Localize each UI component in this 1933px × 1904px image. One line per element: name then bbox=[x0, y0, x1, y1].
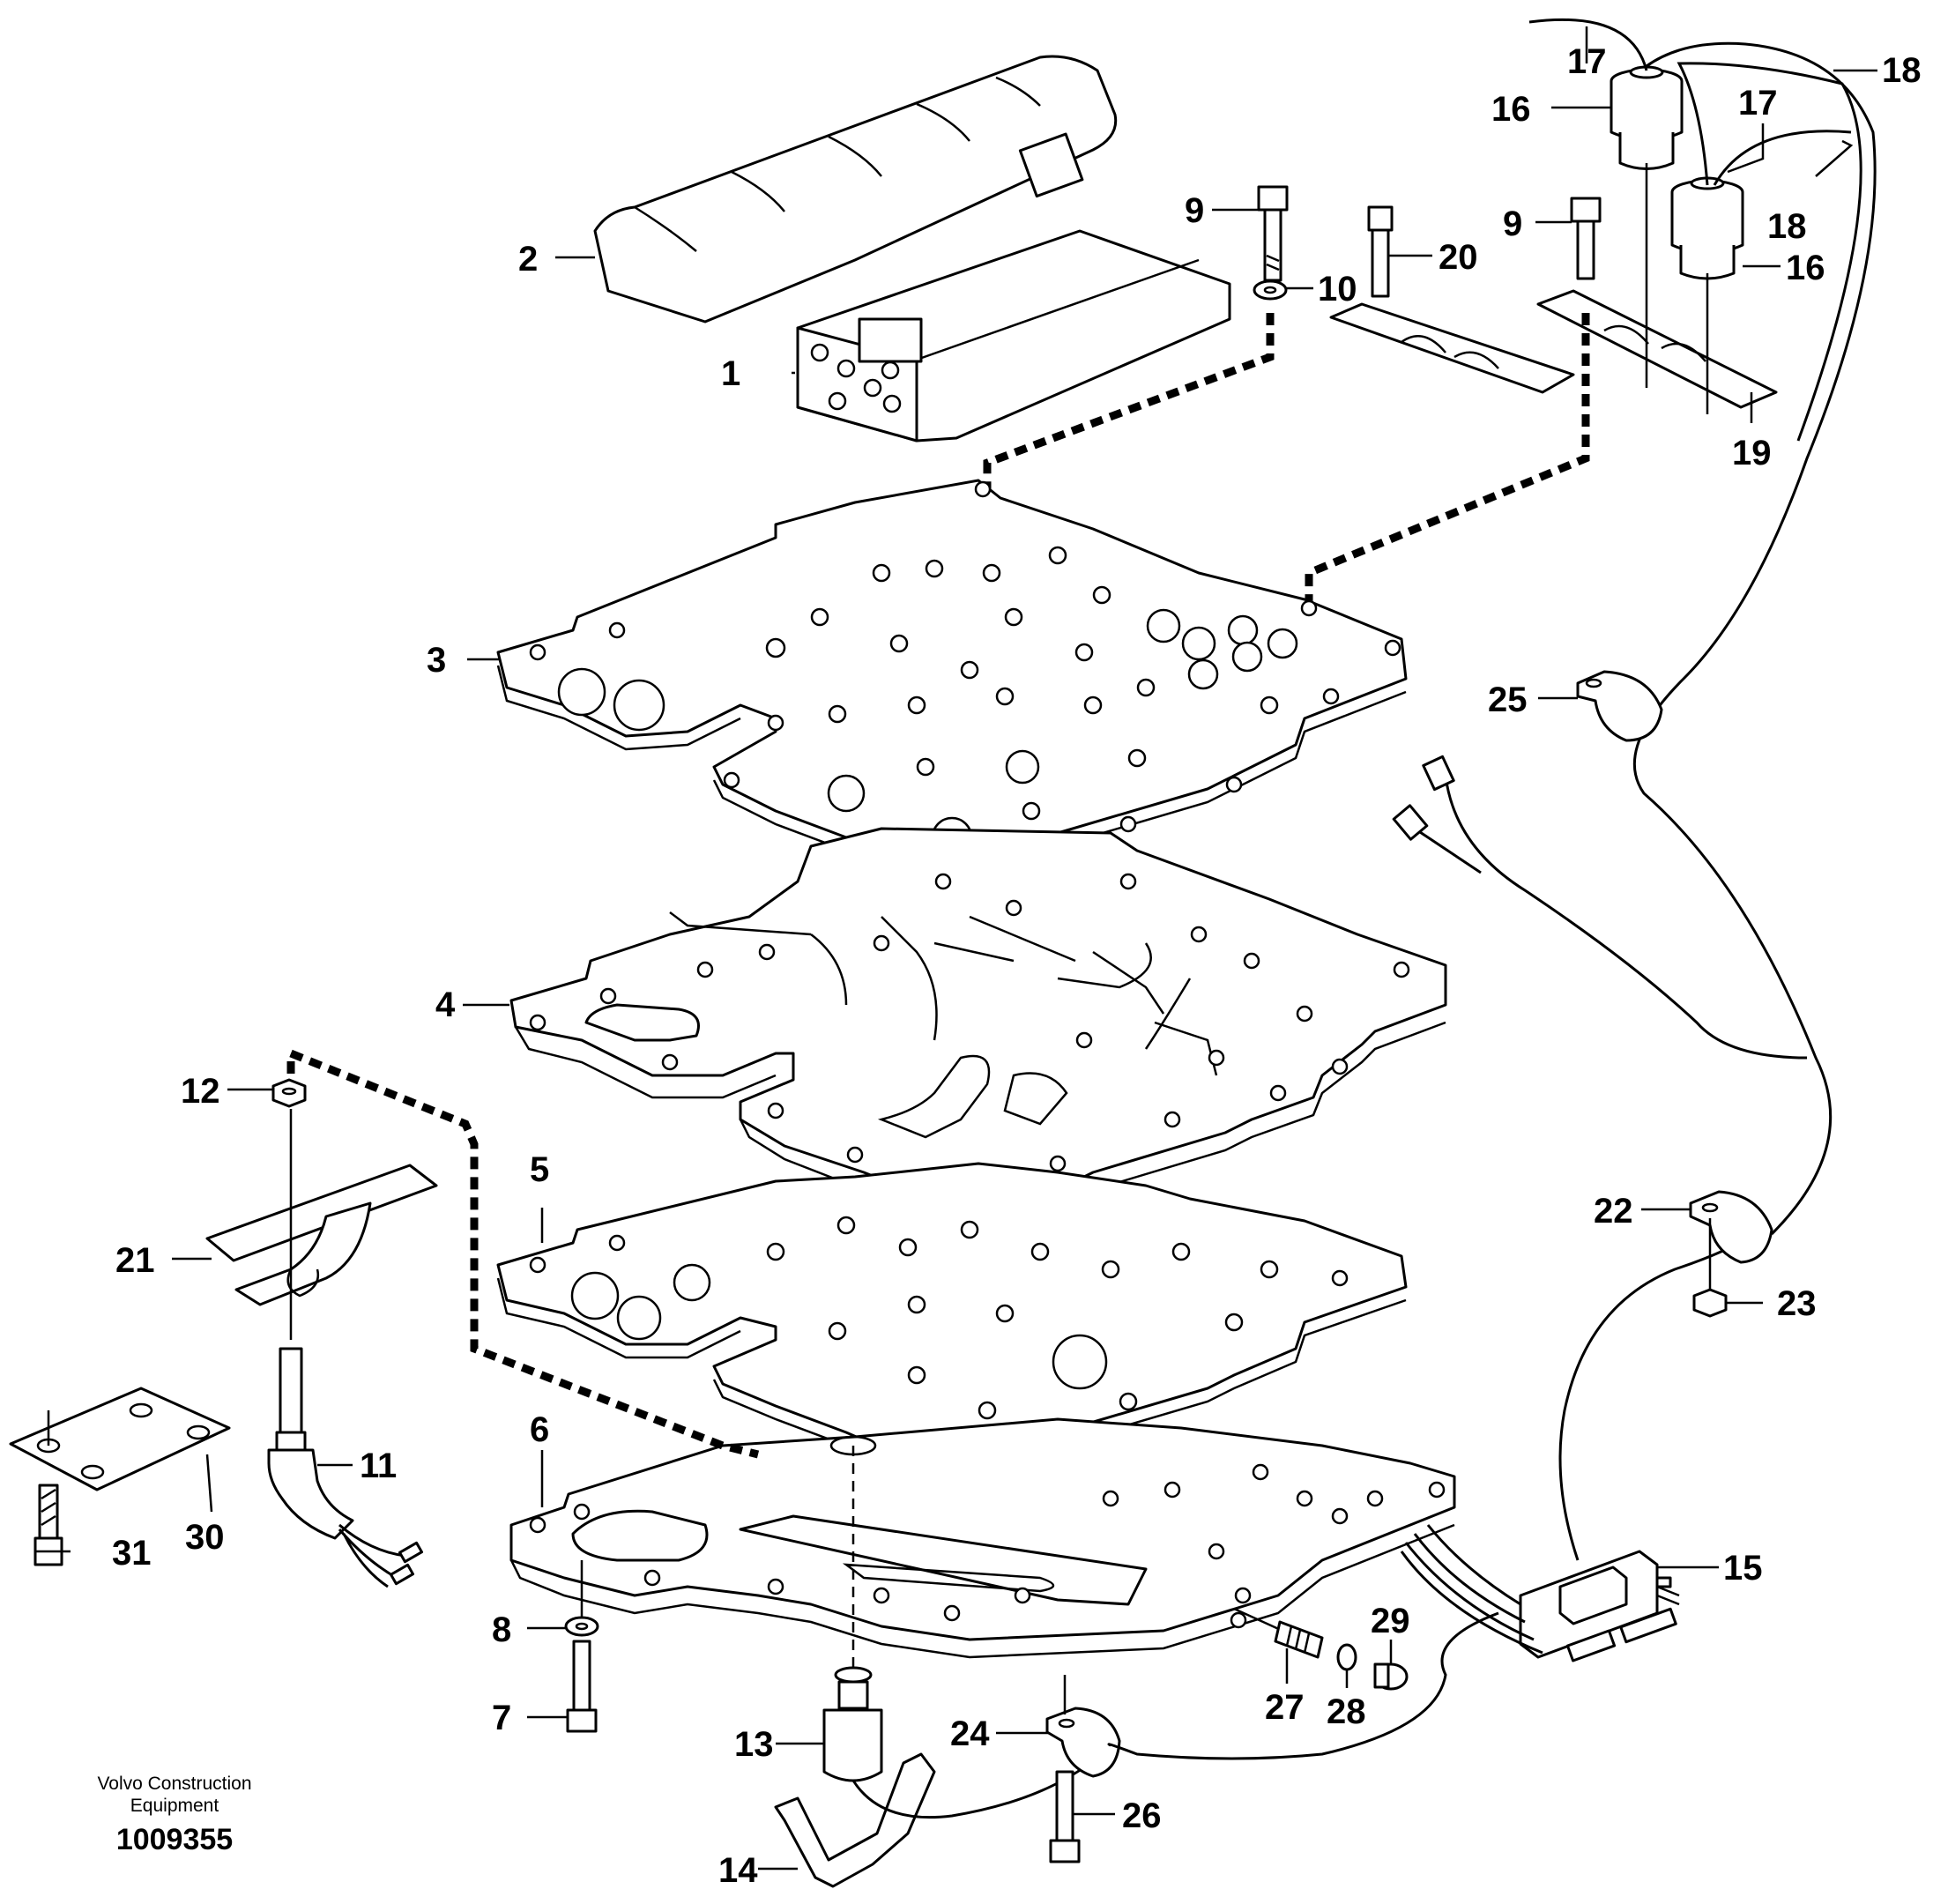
assembly-line-bolt-to-plate bbox=[983, 313, 1275, 489]
part-26-bolt bbox=[1049, 1770, 1081, 1863]
part-21-bracket bbox=[205, 1164, 438, 1306]
part-3-plate bbox=[496, 479, 1408, 896]
part-19-gasket bbox=[1536, 289, 1778, 409]
callout-18-lower: 18 bbox=[1767, 207, 1807, 246]
callout-10: 10 bbox=[1318, 270, 1357, 309]
harness-to-clamp-22 bbox=[1558, 1232, 1755, 1561]
axis-line-27 bbox=[1233, 1607, 1283, 1633]
callout-16-lower: 16 bbox=[1786, 249, 1825, 287]
callout-5: 5 bbox=[530, 1150, 549, 1189]
harness-to-connector bbox=[1400, 1524, 1543, 1655]
part-31-screw bbox=[33, 1484, 63, 1566]
part-23-nut bbox=[1692, 1288, 1728, 1318]
part-9-bolt-right bbox=[1570, 197, 1602, 280]
callout-17-upper: 17 bbox=[1567, 42, 1607, 81]
solenoid-axis-lines bbox=[1645, 163, 1709, 414]
callout-21: 21 bbox=[115, 1241, 155, 1280]
part-17-wire-upper bbox=[1528, 18, 1648, 71]
part-5-plate bbox=[496, 1162, 1408, 1487]
callout-16-upper: 16 bbox=[1491, 90, 1531, 129]
callout-24: 24 bbox=[950, 1714, 990, 1753]
part-18-harness bbox=[1632, 41, 1877, 1236]
footer: Volvo Construction Equipment 1009355 bbox=[97, 1774, 251, 1856]
callout-labels: 1 2 3 4 5 6 7 8 9 9 10 11 12 13 14 15 16… bbox=[112, 42, 1922, 1890]
part-9-bolt-left bbox=[1257, 185, 1289, 282]
callout-12: 12 bbox=[181, 1072, 220, 1111]
part-15-connector bbox=[1519, 1550, 1680, 1662]
part-7-bolt bbox=[566, 1640, 598, 1733]
part-20-gasket bbox=[1329, 302, 1575, 394]
part-27-pin bbox=[1274, 1620, 1324, 1659]
document-number: 1009355 bbox=[116, 1823, 233, 1856]
callout-29: 29 bbox=[1371, 1602, 1410, 1640]
part-10-washer bbox=[1253, 279, 1288, 301]
callout-11: 11 bbox=[360, 1447, 397, 1485]
callout-30: 30 bbox=[185, 1518, 225, 1557]
callout-7: 7 bbox=[492, 1699, 511, 1737]
callout-8: 8 bbox=[492, 1610, 511, 1649]
callout-9-left: 9 bbox=[1185, 191, 1204, 230]
callout-14: 14 bbox=[718, 1851, 758, 1890]
part-8-washer bbox=[564, 1616, 599, 1637]
callout-27: 27 bbox=[1265, 1688, 1305, 1727]
callout-26: 26 bbox=[1122, 1796, 1162, 1835]
part-14-bracket bbox=[774, 1752, 936, 1888]
callout-13: 13 bbox=[734, 1725, 774, 1764]
part-20-screw bbox=[1367, 205, 1394, 298]
callout-15: 15 bbox=[1723, 1549, 1763, 1588]
sensor-wire-loose bbox=[1444, 775, 1808, 1060]
wire-plug-upper bbox=[1422, 755, 1455, 792]
callout-1: 1 bbox=[721, 354, 740, 393]
callout-23: 23 bbox=[1777, 1284, 1817, 1323]
callout-28: 28 bbox=[1327, 1692, 1366, 1731]
callout-19: 19 bbox=[1732, 434, 1772, 472]
part-28-ring bbox=[1336, 1643, 1357, 1671]
part-13-sensor bbox=[822, 1666, 883, 1782]
part-29-plug bbox=[1373, 1662, 1409, 1691]
wire-plug-lower bbox=[1392, 804, 1429, 841]
sensor-wire-loose-2 bbox=[1414, 827, 1482, 874]
callout-25: 25 bbox=[1488, 681, 1528, 719]
callout-3: 3 bbox=[427, 641, 446, 680]
part-17-wire-lower bbox=[1677, 62, 1862, 442]
part-16-solenoid-lower bbox=[1670, 176, 1744, 280]
assembly-line-right-bolt bbox=[1305, 313, 1590, 606]
callout-17-lower: 17 bbox=[1738, 84, 1778, 123]
part-16-solenoid-upper bbox=[1610, 65, 1684, 170]
part-24-clamp bbox=[1045, 1707, 1121, 1778]
brand-line-1: Volvo Construction bbox=[97, 1774, 251, 1794]
leader-lines bbox=[35, 26, 1877, 1871]
part-6-base-plate bbox=[509, 1417, 1456, 1659]
part-1-valve-body bbox=[796, 229, 1231, 443]
callout-6: 6 bbox=[530, 1410, 549, 1449]
callout-22: 22 bbox=[1594, 1192, 1633, 1231]
part-25-clamp bbox=[1576, 670, 1663, 742]
brand-line-2: Equipment bbox=[130, 1796, 219, 1816]
part-22-clamp bbox=[1689, 1190, 1773, 1264]
part-18-harness-branch bbox=[1713, 130, 1852, 186]
sensor-13-wire bbox=[851, 1744, 1112, 1819]
sensor-port-ring bbox=[829, 1435, 877, 1456]
callout-4: 4 bbox=[435, 985, 456, 1024]
part-12-nut bbox=[271, 1078, 307, 1108]
callout-2: 2 bbox=[518, 240, 538, 279]
harness-loop bbox=[1107, 1611, 1499, 1760]
callout-31: 31 bbox=[112, 1534, 152, 1573]
part-2-cover bbox=[593, 55, 1118, 324]
callout-9-right: 9 bbox=[1503, 205, 1522, 243]
callout-18-upper: 18 bbox=[1882, 51, 1922, 90]
callout-20: 20 bbox=[1439, 238, 1478, 277]
assembly-line-nut-to-plate bbox=[286, 1047, 760, 1459]
part-30-plate bbox=[9, 1387, 231, 1491]
part-11-sensor bbox=[267, 1347, 424, 1588]
